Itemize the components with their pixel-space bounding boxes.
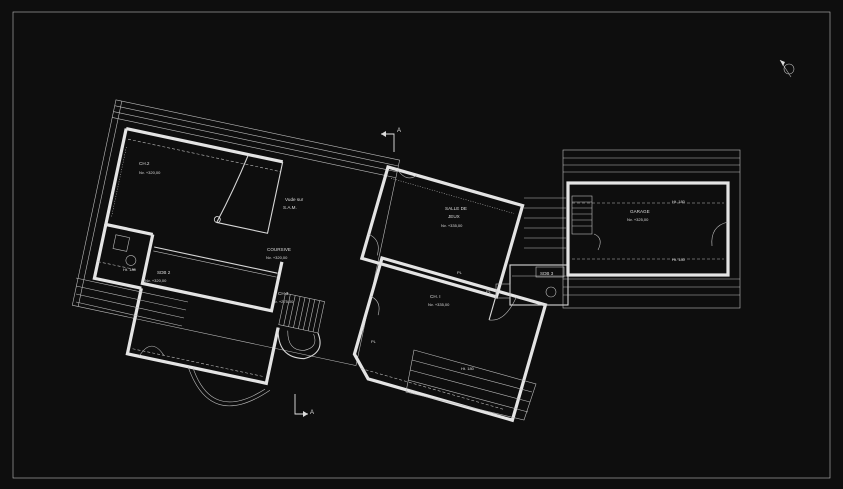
height-garage-bottom: Ht. 180 (672, 257, 686, 262)
room-vue-line1: Vude sur (285, 197, 304, 202)
room-salle-level: Nv. +335,00 (441, 223, 463, 228)
north-arrow-icon (779, 59, 795, 78)
room-coursive-walls (140, 234, 284, 313)
door-swing-ch2 (216, 154, 249, 223)
section-mark-bottom: A (310, 410, 314, 416)
stairs (277, 292, 325, 360)
room-salle-walls (359, 165, 525, 299)
placard-c: PL (371, 339, 377, 344)
room-salle-line2: JEUX (448, 214, 460, 219)
door-salle (368, 234, 379, 256)
sheet-frame (12, 11, 831, 479)
room-sdb3 (495, 264, 569, 306)
garage (562, 149, 741, 309)
room-ch1-name: CH. I (430, 294, 440, 299)
room-ch2-level: Nv. +320,00 (139, 170, 161, 175)
sdb3-tag-box (535, 266, 565, 278)
terrace-steps (524, 197, 566, 249)
room-vue-line2: S.A.M. (283, 205, 297, 210)
garage-stairs (571, 195, 593, 235)
placard-b: PL (486, 289, 492, 294)
room-sdb2-level: Nv. +320,00 (145, 278, 167, 283)
room-ch2-name: CH.2 (139, 161, 150, 166)
room-garage-level: Nv. +325,00 (627, 217, 649, 222)
game-room (359, 165, 525, 299)
room-ch3-name: CH.3 (278, 291, 289, 296)
room-coursive-level: Nv. +320,00 (266, 255, 288, 260)
height-garage-top: Ht. 180 (672, 199, 686, 204)
door-garage (711, 221, 729, 247)
room-salle-line1: SALLE DE (445, 206, 467, 211)
room-sdb2-name: SDB 2 (157, 270, 171, 275)
room-ch1-level: Nv. +335,00 (428, 302, 450, 307)
room-ch3-level: Nv. +275,00 (272, 299, 294, 304)
height-ch1: Ht. 180 (461, 366, 475, 371)
section-arrow-icon (381, 131, 395, 152)
column (213, 216, 221, 223)
room-sdb3-name: SDB 3 (540, 271, 554, 276)
terrace-ch1 (405, 349, 537, 421)
room-garage-name: GARAGE (630, 209, 650, 214)
terrace-arc (187, 366, 271, 407)
placard-a: PL (457, 270, 463, 275)
left-wing (71, 99, 400, 407)
eaves-lower-left (75, 277, 189, 327)
room-coursive-name: COURSIVE (267, 247, 291, 252)
mezzanine-edge (216, 161, 284, 234)
section-arrow-bottom (294, 394, 308, 417)
height-sdb2: Ht. 180 (123, 267, 137, 272)
eaves-left (71, 99, 400, 366)
section-mark-top: A (397, 128, 401, 134)
room-ch3-walls (125, 287, 280, 386)
